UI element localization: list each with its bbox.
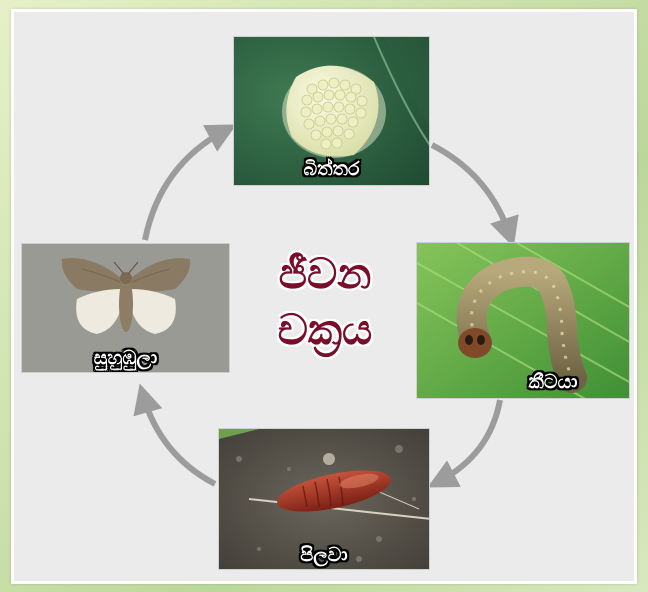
arrow-adult-to-egg xyxy=(145,130,226,240)
title-line-1: ජීවන xyxy=(250,246,400,302)
title-line-2: චක්‍රය xyxy=(250,302,400,358)
stage-pupa-label: පිලවා xyxy=(219,543,429,567)
arrow-egg-to-larva xyxy=(432,145,510,236)
stage-larva: කීටයා xyxy=(416,242,630,399)
arrow-larva-to-pupa xyxy=(438,400,500,482)
stage-adult: සුහුඹුලා xyxy=(21,243,230,373)
stage-adult-label: සුහුඹුලා xyxy=(22,346,229,370)
arrow-pupa-to-adult xyxy=(143,395,215,484)
stage-pupa: පිලවා xyxy=(218,428,430,570)
stage-larva-label: කීටයා xyxy=(477,370,629,394)
stage-egg: බිත්තර xyxy=(233,36,430,186)
diagram-title: ජීවන චක්‍රය xyxy=(250,246,400,358)
stage-egg-label: බිත්තර xyxy=(234,157,429,181)
